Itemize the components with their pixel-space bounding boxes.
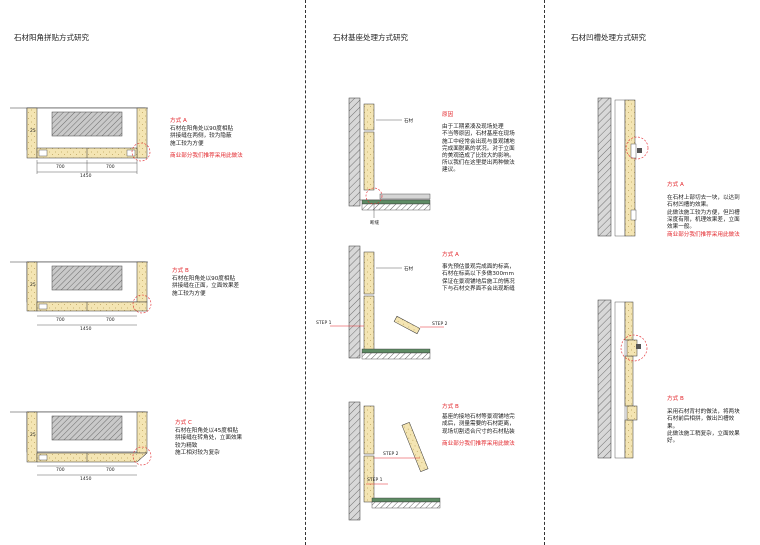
base-b-line: 现场切割适合尺寸的石材贴装 (442, 428, 515, 435)
corner-diagram-b: 25 700 700 1450 (10, 261, 152, 332)
dim-700-left-b: 700 (56, 317, 65, 323)
groove-b-line: 此做法施工稍复杂，立面效果 (667, 430, 740, 437)
groove-a-line: 此做法施工较为方便，但凹槽 (667, 209, 740, 216)
base-reason-line: 由于工期紧凑及现场处理 (442, 124, 504, 131)
groove-b-head: 方式 B (667, 396, 684, 402)
dim-700-right-b: 700 (106, 317, 115, 323)
groove-a-recommend: 商业部分我们推荐采用此做法 (667, 232, 740, 239)
dim-700-right-c: 700 (106, 467, 115, 473)
base-a-line: 下与石材交界面不会出现断缝 (442, 285, 515, 292)
groove-diagram-a (597, 97, 649, 237)
groove-diagram-b (597, 299, 648, 459)
corner-a-line: 拼接缝在两侧，较为隐蔽 (170, 133, 232, 140)
label-stone-a: 石材 (404, 265, 413, 272)
label-step2-a: STEP 2 (432, 321, 448, 327)
base-note-reason: 原因 由于工期紧凑及现场处理 不当等原因，石材基座在现场 施工中经常会出现与景观… (442, 112, 542, 175)
corner-a-line: 施工较为方便 (170, 140, 204, 147)
base-reason-line: 所以我们在这里提出两种做法 (442, 160, 515, 167)
groove-a-line: 石材凹槽的效果。 (667, 202, 712, 209)
label-step1-a: STEP 1 (316, 320, 332, 326)
label-step1-b: STEP 1 (367, 477, 383, 483)
dim-1450: 1450 (80, 173, 92, 179)
base-reason-line: 不当等原因，石材基座在现场 (442, 131, 515, 138)
corner-note-a: 方式 A 石材在阳角处以90度相贴 拼接缝在两侧，较为隐蔽 施工较为方便 商业部… (170, 118, 300, 160)
column-divider-right (544, 0, 545, 545)
corner-c-line: 石材在阳角处以45度相贴 (175, 428, 239, 435)
dim-700-left-c: 700 (56, 467, 65, 473)
groove-a-line: 效果一般。 (667, 224, 695, 231)
dim-1450-b: 1450 (80, 326, 92, 332)
groove-a-head: 方式 A (667, 182, 684, 188)
corner-c-head: 方式 C (175, 420, 192, 426)
base-a-head: 方式 A (442, 252, 459, 258)
base-b-line: 成后，测量需要的石材距离， (442, 421, 515, 428)
groove-b-line: 好。 (667, 438, 679, 445)
base-diagram-b: STEP 2 STEP 1 (348, 401, 441, 521)
groove-a-line: 深度有限，机理效果差，立面 (667, 216, 740, 223)
corner-c-line: 较为精致 (175, 442, 198, 449)
corner-diagram-a: 25 700 700 1450 (10, 107, 151, 179)
base-reason-line: 完成面脱离的状况。对于立面 (442, 145, 515, 152)
corner-c-line: 施工相对较为复杂 (175, 449, 220, 456)
column-divider-left (305, 0, 306, 545)
base-column-title: 石材基座处理方式研究 (333, 33, 408, 42)
base-reason-line: 的美观造成了比较大的影响。 (442, 153, 515, 160)
groove-a-line: 在石材上部切去一块，以达到 (667, 195, 740, 202)
corner-note-b: 方式 B 石材在阳角处以90度相贴 拼接缝在正面，立面效果差 施工较为方便 (172, 268, 302, 298)
base-b-head: 方式 B (442, 404, 459, 410)
base-diagram-a: 石材 STEP 1 STEP 2 (316, 245, 448, 360)
corner-column-title: 石材阳角拼贴方式研究 (14, 33, 89, 42)
base-note-b: 方式 B 基座的接地石材等景观铺地完 成后，测量需要的石材距离， 现场切割适合尺… (442, 404, 542, 448)
corner-b-line: 施工较为方便 (172, 290, 206, 297)
corner-b-head: 方式 B (172, 268, 189, 274)
groove-b-line: 采用石材背衬的做法，将两块 (667, 409, 740, 416)
base-b-line: 基座的接地石材等景观铺地完 (442, 414, 515, 421)
groove-note-a: 方式 A 在石材上部切去一块，以达到 石材凹槽的效果。 此做法施工较为方便，但凹… (667, 182, 757, 239)
corner-diagram-c: 25 700 700 1450 (10, 411, 152, 482)
dim-700-left: 700 (56, 164, 65, 170)
base-diagram-reason: 石材 断缝 (348, 97, 431, 226)
corner-b-line: 石材在阳角处以90度相贴 (172, 276, 236, 283)
label-gap: 断缝 (370, 219, 379, 226)
corner-a-line: 石材在阳角处以90度相贴 (170, 126, 234, 133)
dim-25: 25 (30, 128, 36, 134)
base-reason-line: 施工中经常会出现与景观铺地 (442, 138, 515, 145)
corner-c-line: 拼接缝在转角处，立面效果 (175, 435, 243, 442)
label-step2-b: STEP 2 (383, 451, 399, 457)
base-a-line: 保证在景观铺地后施工的情况 (442, 278, 515, 285)
groove-b-line: 果。 (667, 423, 679, 430)
groove-note-b: 方式 B 采用石材背衬的做法，将两块 石材前后相拼，做出凹槽效 果。 此做法施工… (667, 396, 757, 445)
corner-note-c: 方式 C 石材在阳角处以45度相贴 拼接缝在转角处，立面效果 较为精致 施工相对… (175, 420, 303, 457)
base-reason-head: 原因 (442, 112, 454, 118)
label-stone-reason: 石材 (404, 117, 413, 124)
groove-column-title: 石材凹槽处理方式研究 (571, 33, 646, 42)
base-a-line: 事先预估景观完成面的标高， (442, 264, 515, 271)
base-b-recommend: 商业部分我们推荐采用此做法 (442, 440, 515, 447)
groove-b-line: 石材前后相拼，做出凹槽效 (667, 416, 735, 423)
dim-1450-c: 1450 (80, 476, 92, 482)
corner-a-head: 方式 A (170, 118, 187, 124)
dim-25-c: 25 (30, 432, 36, 438)
base-note-a: 方式 A 事先预估景观完成面的标高， 石材在标高以下多做300mm 保证在景观铺… (442, 252, 542, 293)
corner-b-line: 拼接缝在正面，立面效果差 (172, 283, 240, 290)
dim-700-right: 700 (106, 164, 115, 170)
base-a-line: 石材在标高以下多做300mm (442, 271, 514, 278)
base-reason-line: 建议。 (442, 167, 459, 174)
corner-a-recommend: 商业部分我们推荐采用此做法 (170, 152, 243, 159)
dim-25-b: 25 (30, 282, 36, 288)
